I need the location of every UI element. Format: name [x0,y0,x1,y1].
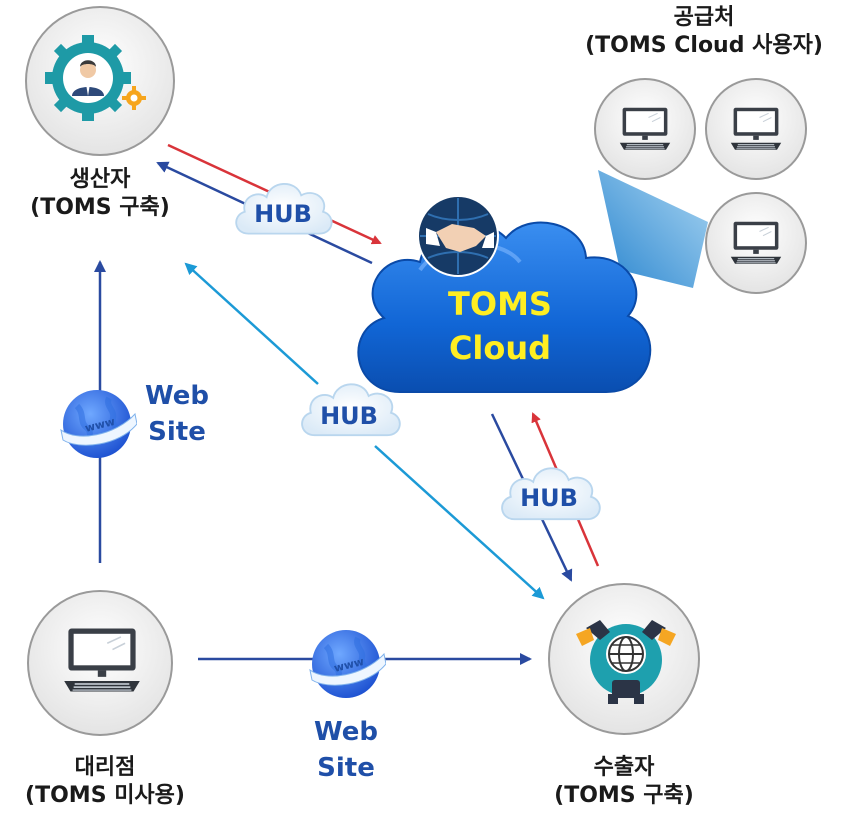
producer-subtitle: (TOMS 구축) [30,195,170,220]
supplier-computer-2 [705,78,807,180]
producer-label: 생산자 (TOMS 구축) [10,166,190,222]
monitor-icon [619,107,671,151]
producer-node [25,6,175,156]
supplier-computer-3 [705,192,807,294]
exporter-node [548,583,700,735]
producer-title: 생산자 [69,167,131,192]
hub-label-middle: HUB [320,402,378,430]
web-site-line2: Site [317,753,375,783]
arrow-producer-to-exporter [374,445,545,600]
web-site-label-left: Web Site [132,378,222,450]
arrow-exporter-to-producer [184,262,319,385]
dealer-subtitle: (TOMS 미사용) [25,783,185,808]
supplier-connection-beam [598,170,708,288]
gear-person-icon [45,35,146,121]
monitor-icon [730,221,782,265]
hub-label-bottom: HUB [520,484,578,512]
hub-label-top: HUB [254,200,312,228]
dealer-title: 대리점 [74,755,136,780]
toms-cloud-line2: Cloud [448,329,552,367]
monitor-icon [63,627,141,693]
supplier-label: 공급처 (TOMS Cloud 사용자) [566,4,842,60]
toms-cloud-line1: TOMS [448,285,552,323]
monitor-icon [730,107,782,151]
web-site-label-bottom: Web Site [300,714,392,786]
toms-cloud [357,195,652,393]
supplier-title: 공급처 [673,5,735,30]
web-site-line2: Site [148,417,206,447]
toms-cloud-title: TOMS Cloud [395,282,605,370]
web-site-line1: Web [145,381,209,411]
supplier-computer-1 [594,78,696,180]
dealer-label: 대리점 (TOMS 미사용) [0,754,210,810]
handshake-globe-icon [417,195,499,277]
dealer-node [27,590,173,736]
web-site-line1: Web [314,717,378,747]
robot-globe-icon [576,620,676,704]
exporter-label: 수출자 (TOMS 구축) [524,754,724,810]
exporter-title: 수출자 [593,755,655,780]
exporter-subtitle: (TOMS 구축) [554,783,694,808]
supplier-subtitle: (TOMS Cloud 사용자) [585,33,823,58]
